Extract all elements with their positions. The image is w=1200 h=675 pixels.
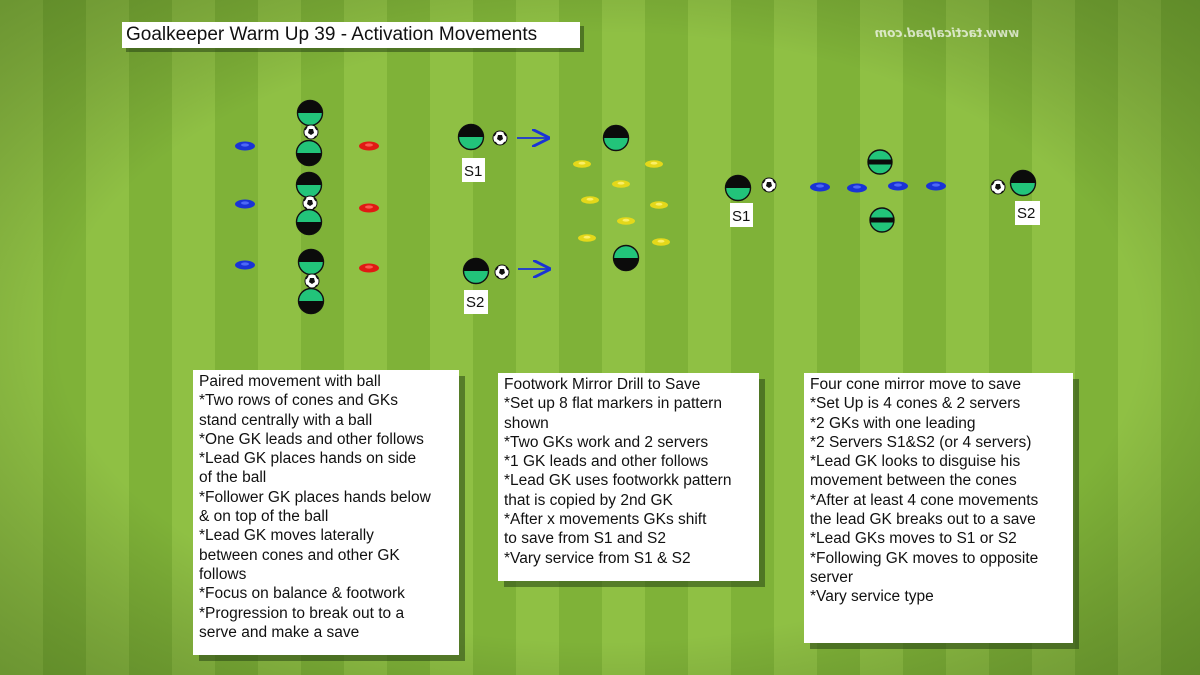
note-line: *Lead GK moves laterally [199,527,374,545]
note-line: movement between the cones [810,472,1017,490]
note-line: *Follower GK places hands below [199,488,431,506]
server-label-s1: S1 [732,208,750,225]
goalkeeper-icon [295,208,323,236]
note-line: *One GK leads and other follows [199,430,424,448]
blue-cone [810,182,830,192]
drill-3-area: S1 S2 [724,149,1040,233]
note-line: *2 Servers S1&S2 (or 4 servers) [810,433,1032,451]
note-line: of the ball [199,469,267,487]
red-cone [359,141,379,151]
yellow-marker [578,234,596,242]
note-line: *After at least 4 cone movements [810,491,1039,509]
blue-cone [926,181,946,191]
goalkeeper-icon [867,149,893,175]
red-cone [359,263,379,273]
server-label-box [1015,201,1040,225]
note-line: *Following GK moves to opposite [810,549,1039,567]
note-line: to save from S1 and S2 [504,530,666,548]
watermark: www.tacticalpad.com [874,26,1020,40]
note-line: *Vary service type [810,588,934,606]
server-label-box [730,203,753,227]
note-line: *Set Up is 4 cones & 2 servers [810,395,1021,413]
note-line: *Vary service from S1 & S2 [504,549,691,567]
yellow-marker [573,160,591,168]
note-line: *Lead GK places hands on side [199,450,417,468]
server-label-s2: S2 [1017,205,1035,222]
note-line: *Lead GK looks to disguise his [810,453,1021,471]
note-line: the lead GK breaks out to a save [810,511,1036,529]
note-line: Four cone mirror move to save [810,376,1022,393]
red-cone [359,203,379,213]
server-label-box [462,158,485,182]
note-line: *1 GK leads and other follows [504,453,709,471]
yellow-marker [645,160,663,168]
note-line: Footwork Mirror Drill to Save [504,376,701,393]
note-line: *Lead GKs moves to S1 or S2 [810,530,1017,548]
note-line: *Two GKs work and 2 servers [504,433,709,451]
yellow-marker [581,196,599,204]
blue-cone [235,260,255,270]
ball-icon [302,195,318,211]
note-line: that is copied by 2nd GK [504,491,673,509]
yellow-marker [650,201,668,209]
drill-2-notes: Footwork Mirror Drill to Save *Set up 8 … [498,373,759,581]
ball-icon [761,177,777,193]
goalkeeper-icon [462,257,490,285]
note-line: & on top of the ball [199,508,329,526]
note-line: *Lead GK uses footworkk pattern [504,472,732,490]
goalkeeper-icon [602,124,630,152]
ball-icon [492,130,508,146]
note-line: *Focus on balance & footwork [199,585,405,603]
note-line: between cones and other GK [199,546,400,564]
goalkeeper-icon [297,248,325,276]
goalkeeper-icon [457,123,485,151]
goalkeeper-icon [724,174,752,202]
yellow-marker [617,217,635,225]
goalkeeper-icon [1009,169,1037,197]
note-line: serve and make a save [199,623,360,641]
note-line: server [810,568,854,586]
goalkeeper-icon [612,244,640,272]
goalkeeper-icon [296,99,324,127]
blue-cone [888,181,908,191]
ball-icon [990,179,1006,195]
note-line: *Set up 8 flat markers in pattern [504,395,722,413]
drill-1-notes: Paired movement with ball *Two rows of c… [193,370,459,655]
goalkeeper-icon [297,287,325,315]
note-line: *Progression to break out to a [199,604,405,622]
yellow-marker [612,180,630,188]
note-line: Paired movement with ball [199,373,381,390]
drill-2-area: S1 S2 [457,123,670,314]
note-line: follows [199,565,247,583]
goalkeeper-icon [869,207,895,233]
blue-cone [847,183,867,193]
note-line: shown [504,414,549,432]
note-line: *Two rows of cones and GKs [199,392,399,410]
server-label-box [464,290,488,314]
page-title: Goalkeeper Warm Up 39 - Activation Movem… [122,22,580,48]
ball-icon [303,124,319,140]
ball-icon [494,264,510,280]
goalkeeper-icon [295,139,323,167]
goalkeeper-icon [295,171,323,199]
note-line: stand centrally with a ball [199,411,373,429]
blue-cone [235,199,255,209]
note-line: *2 GKs with one leading [810,414,976,432]
server-label-s2: S2 [466,294,484,311]
ball-icon [304,273,320,289]
yellow-marker [652,238,670,246]
note-line: *After x movements GKs shift [504,511,707,529]
server-label-s1: S1 [464,163,482,180]
drill-3-notes: Four cone mirror move to save *Set Up is… [804,373,1073,643]
blue-cone [235,141,255,151]
